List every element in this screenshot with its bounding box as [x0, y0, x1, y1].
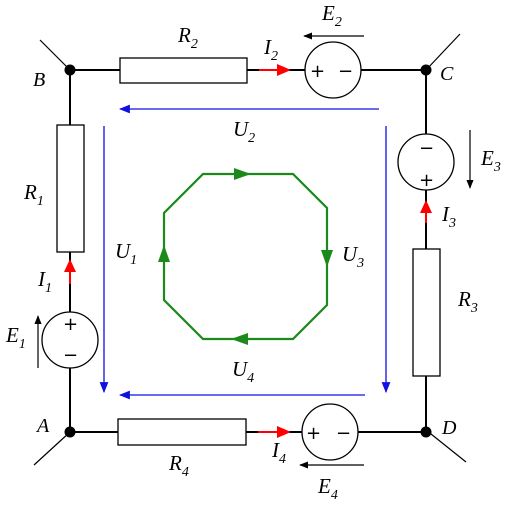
node-b-label: B	[33, 69, 45, 91]
node-b-dot	[64, 64, 76, 76]
source-e2-plus: +	[310, 61, 325, 82]
label-u3: U3	[342, 242, 364, 271]
loop-arrow-right	[321, 250, 333, 267]
source-e2	[304, 41, 362, 99]
source-e3-minus: −	[419, 138, 434, 159]
label-e4: E4	[317, 474, 338, 503]
resistors	[56, 57, 441, 446]
label-r4: R4	[168, 451, 189, 480]
node-d-label: D	[441, 417, 457, 439]
node-a-label: A	[35, 415, 50, 437]
label-i1: I1	[37, 267, 52, 296]
label-i3: I3	[441, 202, 456, 231]
voltage-arrows	[99, 104, 391, 400]
node-c-label: C	[440, 63, 454, 85]
node-d-dot	[420, 426, 432, 438]
label-e1: E1	[5, 323, 26, 352]
node-a-dot	[64, 426, 76, 438]
current-arrows	[64, 64, 432, 438]
resistor-r3	[412, 248, 441, 377]
label-r1: R1	[23, 180, 44, 209]
node-leads	[33, 33, 467, 466]
label-r2: R2	[177, 23, 198, 52]
sources: + − + − − + + −	[41, 41, 455, 461]
source-e4-plus: +	[306, 423, 321, 444]
current-i3-arrow-head	[420, 200, 432, 213]
loop-arrow-left	[158, 245, 170, 262]
label-e3: E3	[480, 146, 501, 175]
label-u2: U2	[233, 117, 255, 146]
source-e1-plus: +	[63, 314, 78, 335]
label-u4: U4	[232, 357, 254, 386]
source-e1	[41, 311, 99, 369]
label-e2: E2	[321, 1, 342, 30]
label-r3: R3	[457, 287, 478, 316]
resistor-r1	[56, 124, 85, 253]
source-e2-minus: −	[338, 61, 353, 82]
source-e1-minus: −	[63, 345, 78, 366]
node-c-dot	[420, 64, 432, 76]
emf-arrows	[34, 32, 474, 469]
nodes: B C A D	[33, 63, 457, 439]
label-i2: I2	[263, 35, 278, 64]
source-e3	[397, 133, 455, 191]
resistor-r2	[119, 57, 248, 84]
resistor-r4	[117, 418, 247, 446]
label-u1: U1	[115, 239, 137, 268]
source-e3-plus: +	[419, 170, 434, 191]
loop-direction	[158, 168, 333, 345]
label-i4: I4	[271, 438, 286, 467]
current-i2-arrow-head	[277, 64, 291, 76]
current-i4-arrow-head	[277, 426, 291, 438]
current-i1-arrow-head	[64, 259, 76, 272]
loop-octagon	[162, 172, 329, 341]
loop-arrow-bottom	[231, 333, 248, 345]
source-e4-minus: −	[336, 423, 351, 444]
source-e4	[301, 403, 359, 461]
loop-arrow-top	[234, 168, 251, 180]
labels: R1 R2 R3 R4 E1 E2 E3 E4 I1 I2 I3 I4 U1 U…	[5, 1, 501, 503]
